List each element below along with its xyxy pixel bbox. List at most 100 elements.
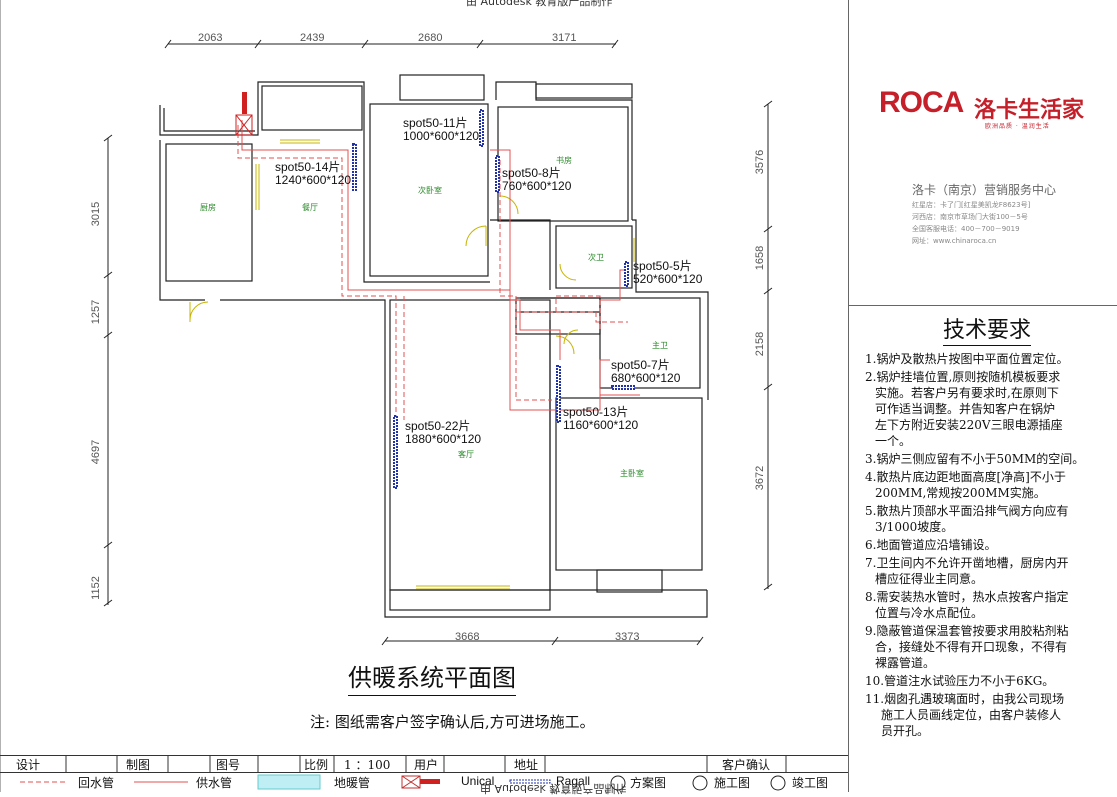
radiator-spot50-5: [624, 261, 629, 287]
requirement-number: 2.: [865, 370, 877, 384]
store-info: 河西店：南京市草场门大街100－5号: [912, 213, 1028, 221]
dim-right-1: 3576: [754, 149, 767, 175]
requirement-text: 锅炉挂墙位置,原则按随机模板要求: [876, 370, 1061, 384]
requirement-number: 9.: [865, 624, 877, 638]
room-master-bath: 主卫: [652, 341, 668, 350]
dim-top-3: 2680: [418, 32, 443, 44]
requirement-number: 1.: [865, 352, 877, 366]
requirement-text: 裸露管道。: [875, 656, 936, 670]
requirement-line: 合，接缝处不得有开口现象，不得有: [865, 639, 1117, 655]
requirement-text: 一个。: [875, 434, 912, 448]
requirement-line: 6.地面管道应沿墙铺设。: [865, 537, 1117, 553]
unical-legend: Unical: [461, 774, 495, 788]
requirement-line: 10.管道注水试验压力不小于6KG。: [865, 673, 1117, 689]
radiator-spot50-14: [352, 143, 357, 191]
requirement-item: 1.锅炉及散热片按图中平面位置定位。: [865, 351, 1117, 367]
requirement-text: 卫生间内不允许开凿地槽，厨房内开: [876, 556, 1069, 570]
requirement-line: 4.散热片底边距地面高度[净高]不小于: [865, 469, 1117, 485]
requirement-text: 合，接缝处不得有开口现象，不得有: [875, 640, 1068, 654]
radiator-spot50-13: [556, 365, 561, 423]
header-credit: 由 Autodesk 教育版产品制作: [466, 0, 613, 8]
dim-right-3: 2158: [754, 331, 767, 357]
requirement-text: 左下方附近安装220V三眼电源插座: [875, 418, 1063, 432]
requirement-item: 8.需安装热水管时，热水点按客户指定位置与冷水点配位。: [865, 589, 1117, 621]
requirement-line: 7.卫生间内不允许开凿地槽，厨房内开: [865, 555, 1117, 571]
room-living: 客厅: [458, 450, 474, 459]
requirement-number: 11.: [865, 692, 885, 706]
top-dimension-line: [164, 39, 619, 49]
requirement-text: 实施。若客户另有要求时,在原则下: [875, 386, 1059, 400]
construction-note: 注: 图纸需客户签字确认后,方可进场施工。: [310, 713, 595, 731]
plan-type-option[interactable]: 方案图: [630, 776, 667, 790]
requirement-line: 8.需安装热水管时，热水点按客户指定: [865, 589, 1117, 605]
client-label: 用户: [414, 758, 439, 772]
hotline-info: 全国客服电话：400－700－9019: [912, 225, 1020, 233]
info-panel: ROCA 洛卡生活家 欧洲品质 · 温润生活 洛卡（南京）营销服务中心 红星店：…: [848, 0, 1117, 792]
requirement-line: 5.散热片顶部水平面沿排气阀方向应有: [865, 503, 1117, 519]
requirement-line: 11.烟囱孔遇玻璃面时，由我公司现场: [865, 691, 1117, 707]
requirement-line: 员开孔。: [865, 723, 1117, 739]
radiator-spot50-8: [495, 155, 500, 193]
room-master-bedroom: 主卧室: [620, 469, 644, 478]
requirement-text: 散热片底边距地面高度[净高]不小于: [876, 470, 1066, 484]
room-study: 书房: [556, 156, 572, 165]
requirement-text: 可作适当调整。并告知客户在锅炉: [875, 402, 1056, 416]
roca-logo: ROCA: [879, 86, 964, 119]
dim-left-4: 1152: [89, 576, 102, 600]
plan-title: 供暖系统平面图: [348, 658, 516, 696]
client-confirm-label: 客户确认: [722, 758, 771, 772]
return-pipe-legend: 回水管: [78, 776, 115, 790]
radiator-spot50-22: [393, 415, 398, 489]
scale-label: 比例: [304, 758, 329, 772]
complete-type-option[interactable]: 竣工图: [792, 776, 829, 790]
title-bar: 设计 制图 图号 比例 1 ：100 用户 地址 客户确认 回水管 供水管 地暖…: [0, 755, 848, 792]
dim-bottom-1: 3668: [455, 631, 480, 643]
room-kitchen: 厨房: [200, 203, 216, 212]
requirement-number: 3.: [865, 452, 877, 466]
drawing-no-label: 图号: [216, 758, 241, 772]
requirement-text: 槽应征得业主同意。: [875, 572, 984, 586]
floor-pipe-legend-swatch: [257, 774, 321, 790]
requirement-item: 3.锅炉三侧应留有不小于50MM的空间。: [865, 451, 1117, 467]
requirement-number: 6.: [865, 538, 877, 552]
requirement-line: 可作适当调整。并告知客户在锅炉: [865, 401, 1117, 417]
requirement-line: 一个。: [865, 433, 1117, 449]
requirement-item: 11.烟囱孔遇玻璃面时，由我公司现场施工人员画线定位，由客户装修人员开孔。: [865, 691, 1117, 739]
supply-pipe-legend: 供水管: [196, 776, 233, 790]
address-label: 地址: [514, 758, 539, 772]
requirement-text: 地面管道应沿墙铺设。: [876, 538, 997, 552]
walls: [159, 74, 709, 618]
dim-left-2: 1257: [90, 299, 103, 325]
website-info: 网址：www.chinaroca.cn: [912, 237, 997, 245]
requirement-text: 隐蔽管道保温套管按要求用胶粘剂粘: [876, 624, 1069, 638]
dim-right-2: 1658: [754, 245, 767, 271]
requirement-line: 3.锅炉三侧应留有不小于50MM的空间。: [865, 451, 1117, 467]
requirement-text: 位置与冷水点配位。: [875, 606, 984, 620]
return-pipe: [237, 125, 628, 420]
requirement-line: 2.锅炉挂墙位置,原则按随机模板要求: [865, 369, 1117, 385]
construct-type-option[interactable]: 施工图: [714, 776, 751, 790]
requirement-number: 10.: [865, 674, 885, 688]
doors: [189, 139, 635, 590]
requirement-line: 9.隐蔽管道保温套管按要求用胶粘剂粘: [865, 623, 1117, 639]
dim-left-3: 4697: [90, 439, 103, 465]
requirement-text: 烟囱孔遇玻璃面时，由我公司现场: [884, 692, 1065, 706]
requirement-text: 需安装热水管时，热水点按客户指定: [876, 590, 1069, 604]
roca-logo-cn: 洛卡生活家: [974, 98, 1085, 123]
requirement-line: 施工人员画线定位，由客户装修人: [865, 707, 1117, 723]
dim-top-1: 2063: [198, 32, 223, 44]
boiler-icon: [235, 92, 253, 136]
dim-bottom-2: 3373: [615, 631, 640, 643]
radiator-spot50-7: [611, 385, 635, 390]
radiators: [352, 109, 635, 489]
requirement-item: 10.管道注水试验压力不小于6KG。: [865, 673, 1117, 689]
ragall-legend: Ragall: [556, 774, 591, 788]
requirement-line: 1.锅炉及散热片按图中平面位置定位。: [865, 351, 1117, 367]
requirement-item: 6.地面管道应沿墙铺设。: [865, 537, 1117, 553]
